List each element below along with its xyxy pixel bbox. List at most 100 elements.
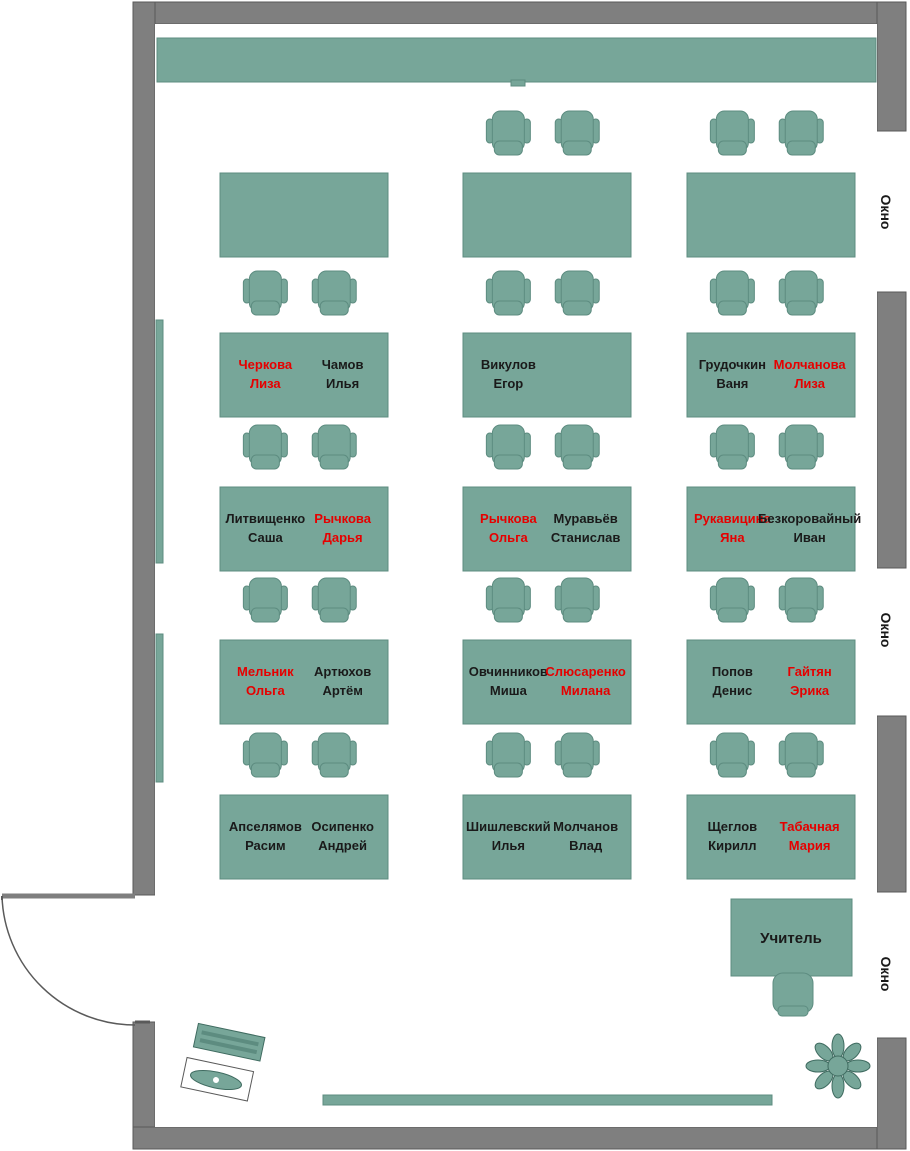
top-board-mount <box>510 79 526 87</box>
student-second-name: Кирилл <box>708 838 756 853</box>
student-second-name: Саша <box>248 530 284 545</box>
desk-surface <box>219 639 389 725</box>
wall-top <box>132 1 907 25</box>
student-second-name: Иван <box>794 530 826 545</box>
student-second-name: Лиза <box>794 376 825 391</box>
student-first-name: Молчанова <box>774 357 847 372</box>
student-second-name: Милана <box>561 683 611 698</box>
printer-icon <box>180 1022 266 1102</box>
student-second-name: Денис <box>712 683 752 698</box>
wall-right-3 <box>876 715 907 893</box>
student-second-name: Мария <box>789 838 831 853</box>
wall-right-2 <box>876 291 907 569</box>
student-first-name: Гайтян <box>788 664 832 679</box>
wall-left-upper <box>132 1 156 896</box>
student-second-name: Влад <box>569 838 603 853</box>
student-second-name: Миша <box>490 683 528 698</box>
desk-surface <box>686 172 856 258</box>
desk-surface <box>462 794 632 880</box>
desk-surface <box>219 332 389 418</box>
student-first-name: Рычкова <box>480 511 537 526</box>
student-second-name: Андрей <box>318 838 367 853</box>
window-label-middle: Окно <box>878 613 894 648</box>
bottom-bench <box>322 1094 773 1106</box>
desk-surface <box>462 639 632 725</box>
student-second-name: Илья <box>492 838 525 853</box>
window-label-bottom: Окно <box>878 957 894 992</box>
teacher-desk <box>730 898 853 977</box>
student-second-name: Артём <box>322 683 362 698</box>
desk-surface <box>686 332 856 418</box>
window-label-top: Окно <box>878 195 894 230</box>
wall-bottom <box>132 1126 907 1150</box>
student-first-name: Мельник <box>237 664 294 679</box>
student-first-name: Викулов <box>481 357 536 372</box>
student-second-name: Лиза <box>250 376 281 391</box>
student-first-name: Грудочкин <box>699 357 766 372</box>
student-second-name: Илья <box>326 376 359 391</box>
desk-surface <box>462 486 632 572</box>
student-first-name: Черкова <box>239 357 293 372</box>
wall-right-1 <box>876 1 907 132</box>
student-first-name: Литвищенко <box>225 511 305 526</box>
desk-surface <box>686 486 856 572</box>
student-first-name: Рычкова <box>314 511 371 526</box>
desk-surface <box>462 332 632 418</box>
student-first-name: Артюхов <box>314 664 371 679</box>
student-first-name: Попов <box>712 664 753 679</box>
student-second-name: Егор <box>493 376 523 391</box>
desk-r0-c1 <box>462 172 632 258</box>
student-second-name: Станислав <box>551 530 621 545</box>
student-first-name: Осипенко <box>311 819 374 834</box>
student-first-name: Апселямов <box>229 819 302 834</box>
student-second-name: Расим <box>245 838 286 853</box>
student-second-name: Ваня <box>716 376 748 391</box>
teacher-label: Учитель <box>760 930 822 947</box>
student-first-name: Безкоровайный <box>758 511 861 526</box>
student-second-name: Дарья <box>323 530 363 545</box>
plant-icon <box>805 1033 871 1099</box>
desk-surface <box>686 639 856 725</box>
wall-right-4 <box>876 1037 907 1150</box>
student-second-name: Ольга <box>489 530 529 545</box>
top-board <box>156 37 877 83</box>
desk-r0-c2 <box>686 172 856 258</box>
student-second-name: Эрика <box>790 683 830 698</box>
student-first-name: Чамов <box>322 357 364 372</box>
student-first-name: Рукавицина <box>694 511 771 526</box>
student-first-name: Молчанов <box>553 819 618 834</box>
left-wall-board-upper <box>155 319 164 564</box>
desk-surface <box>219 172 389 258</box>
door <box>1 893 150 1026</box>
student-second-name: Яна <box>720 530 745 545</box>
desk-r0-c0 <box>219 172 389 258</box>
student-first-name: Муравьёв <box>554 511 618 526</box>
student-first-name: Овчинников <box>469 664 548 679</box>
student-second-name: Ольга <box>246 683 286 698</box>
teacher-chair <box>772 972 814 1017</box>
desk-surface <box>462 172 632 258</box>
student-first-name: Табачная <box>780 819 840 834</box>
student-first-name: Шишлевский <box>466 819 551 834</box>
left-wall-board-lower <box>155 633 164 783</box>
teacher-area: Учитель <box>730 898 853 1017</box>
student-first-name: Щеглов <box>708 819 758 834</box>
student-first-name: Слюсаренко <box>545 664 626 679</box>
desk-surface <box>686 794 856 880</box>
desk-surface <box>219 794 389 880</box>
desk-surface <box>219 486 389 572</box>
